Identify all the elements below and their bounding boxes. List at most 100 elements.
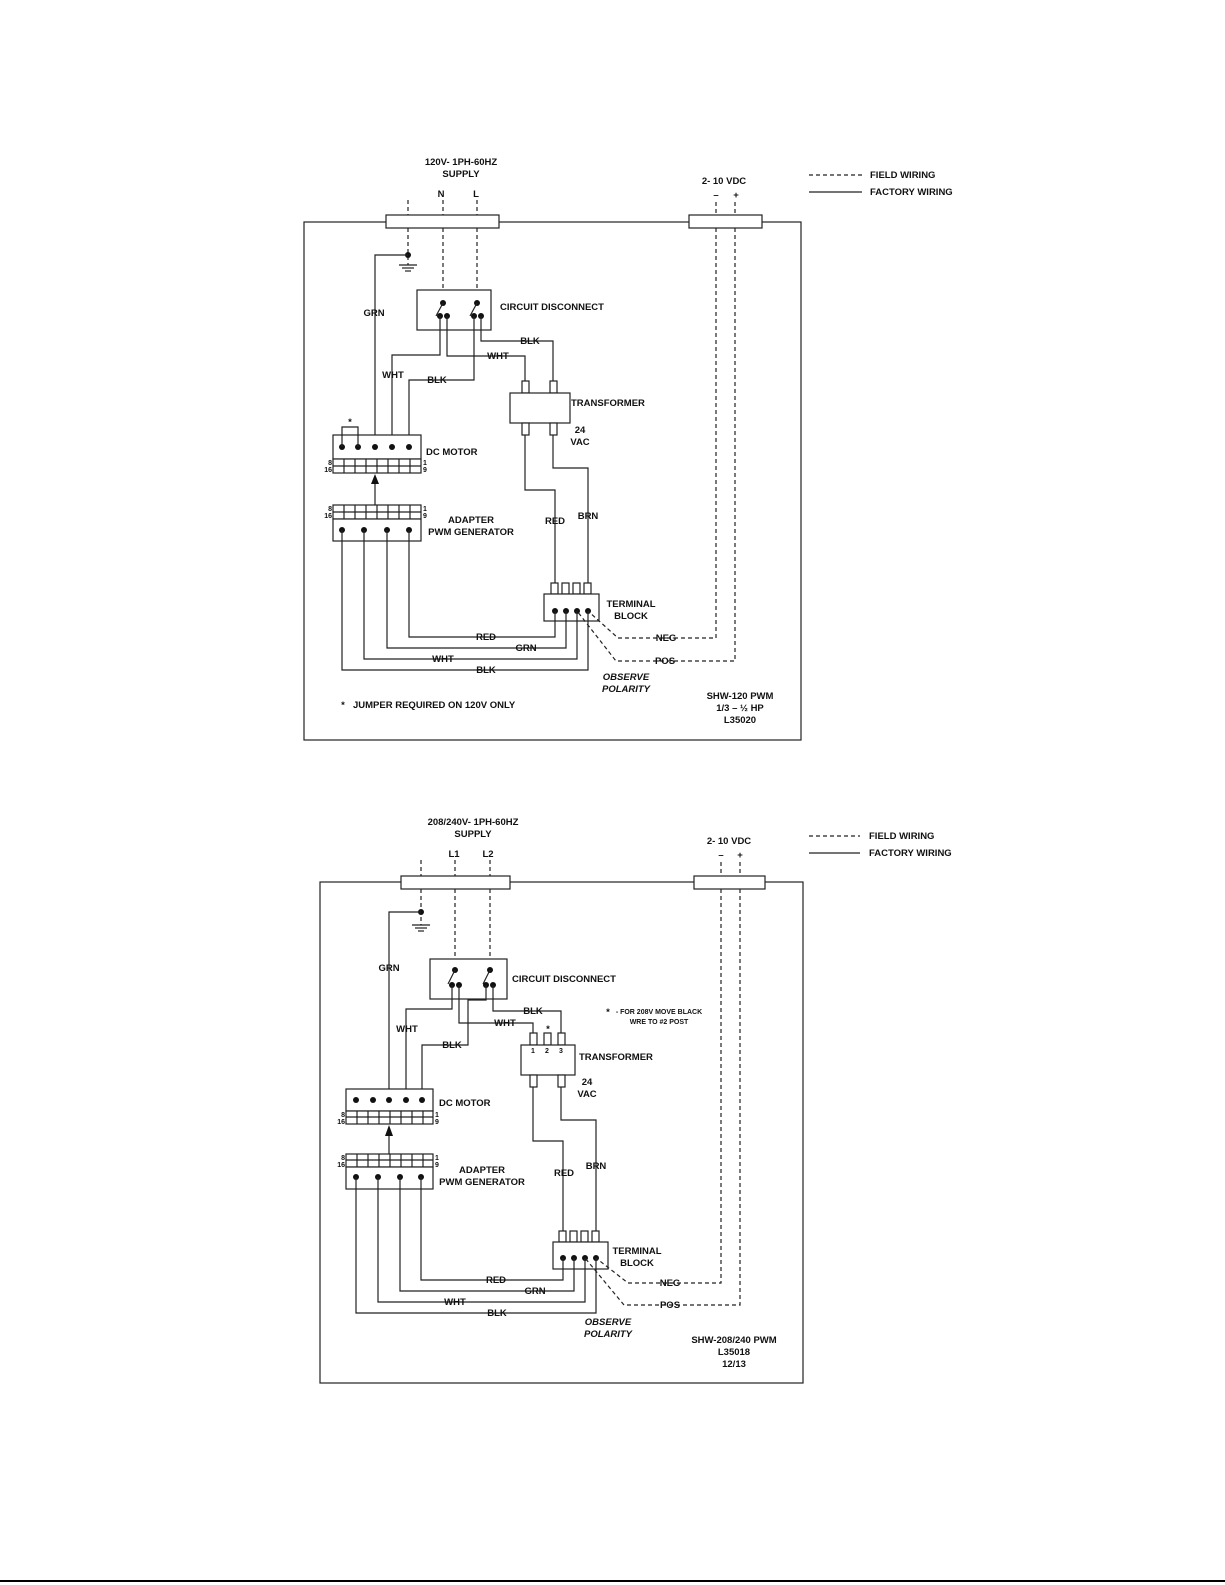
grn-wire-label: GRN [378,963,399,974]
disconnect-switch-l1 [447,969,456,985]
model-label-line1: SHW-120 PWM [707,691,774,702]
pin-16: 16 [324,467,332,474]
transformer-label: TRANSFORMER [579,1052,653,1063]
jumper-note: JUMPER REQUIRED ON 120V ONLY [353,700,516,711]
grn-wire-label: GRN [363,308,384,319]
blk-transformer-label: BLK [523,1006,543,1017]
pin-1: 1 [435,1155,439,1162]
supply-terminal-n: N [438,189,445,200]
supply-label-line2: SUPPLY [442,169,480,180]
transformer-post [529,1032,538,1046]
terminal-block-label-line2: BLOCK [620,1258,654,1269]
wht-signal-wire [377,1177,586,1303]
terminal-block-label-line1: TERMINAL [612,1246,661,1257]
red-24vac-wire [532,1087,564,1231]
wiring-legend: FIELD WIRING FACTORY WIRING [809,831,952,859]
adapter-box [345,1166,434,1190]
transformer-post [557,1032,566,1046]
wht-motor-wire [391,316,441,442]
brn-24vac-wire [560,1087,597,1231]
terminal-block-label-line1: TERMINAL [606,599,655,610]
field-wiring-label: FIELD WIRING [869,831,934,842]
terminal-post [558,1230,567,1243]
jumper-wire [341,426,359,447]
blk-transformer-label: BLK [520,336,540,347]
pin-16: 16 [337,1119,345,1126]
red-signal-label: RED [476,632,496,643]
pin-8: 8 [328,460,332,467]
enclosure-outline [319,881,804,1384]
plug-arrow-head [385,1125,393,1136]
pin-9: 9 [435,1162,439,1169]
wht-signal-wire [363,530,578,660]
terminal-post [569,1230,578,1243]
pos-field-wire [584,889,741,1306]
note-line1: - FOR 208V MOVE BLACK [616,1009,702,1016]
brn-24vac-wire [552,435,589,583]
pin-9: 9 [423,513,427,520]
blk-signal-wire [341,530,589,671]
blk-signal-wire [355,1177,597,1314]
grn-signal-wire [399,1177,575,1292]
jumper-star: * [348,417,352,428]
plug-arrow-head [371,474,379,484]
blk-signal-label: BLK [476,665,496,676]
pin-16: 16 [324,513,332,520]
dc-motor-label: DC MOTOR [439,1098,491,1109]
pin-9: 9 [423,467,427,474]
adapter-label-line1: ADAPTER [459,1165,505,1176]
grn-ground-wire [388,911,421,1098]
red-signal-wire [408,530,556,638]
motor-terminal [419,1097,425,1103]
brn-24vac-label: BRN [586,1161,607,1172]
neg-field-wire [595,889,722,1284]
wht-transformer-label: WHT [487,351,509,362]
wht-transformer-wire [446,316,526,381]
neg-label: NEG [660,1278,681,1289]
motor-terminal [386,1097,392,1103]
blk-transformer-wire [480,316,554,381]
red-signal-wire [420,1177,564,1281]
pos-field-wire [576,228,736,662]
note-line2: WRE TO #2 POST [630,1019,689,1026]
disconnect-switch-l [469,302,478,317]
terminal-post [591,1230,600,1243]
transformer-box [509,392,571,424]
grn-signal-wire [386,530,567,649]
neg-label: NEG [656,633,677,644]
enclosure-outline [303,221,802,741]
diagram-208-240v: FIELD WIRING FACTORY WIRING 208/240V- 1P… [319,817,952,1384]
observe-polarity-line2: POLARITY [602,684,652,695]
terminal-post [583,582,592,595]
terminal-block-label-line2: BLOCK [614,611,648,622]
red-24vac-wire [524,435,556,583]
vac-unit: VAC [570,437,589,448]
tap-2: 2 [545,1048,549,1055]
vdc-plus: + [733,190,739,201]
pin-1: 1 [423,506,427,513]
jumper-note-star: * [341,700,345,711]
disconnect-switch-l2 [482,969,491,985]
blk-transformer-wire [492,985,562,1033]
transformer-label: TRANSFORMER [571,398,645,409]
field-wiring-label: FIELD WIRING [870,170,935,181]
terminal-post [572,582,581,595]
terminal-post [561,582,570,595]
motor-terminal [389,444,395,450]
observe-polarity-line2: POLARITY [584,1329,634,1340]
adapter-label-line2: PWM GENERATOR [428,527,514,538]
transformer-post [521,380,530,394]
supply-label-line1: 208/240V- 1PH-60HZ [428,817,519,828]
terminal-block-box [543,593,600,622]
supply-terminal-l: L [473,189,479,200]
vdc-label: 2- 10 VDC [707,836,751,847]
control-entry-bar [688,214,763,229]
pos-label: POS [655,656,675,667]
circuit-disconnect-label: CIRCUIT DISCONNECT [512,974,616,985]
pin-8: 8 [341,1155,345,1162]
terminal-post [550,582,559,595]
diagram-120v: FIELD WIRING FACTORY WIRING 120V- 1PH-60… [303,157,953,741]
power-entry-bar [400,875,511,890]
tap-3: 3 [559,1048,563,1055]
wht-transformer-label: WHT [494,1018,516,1029]
